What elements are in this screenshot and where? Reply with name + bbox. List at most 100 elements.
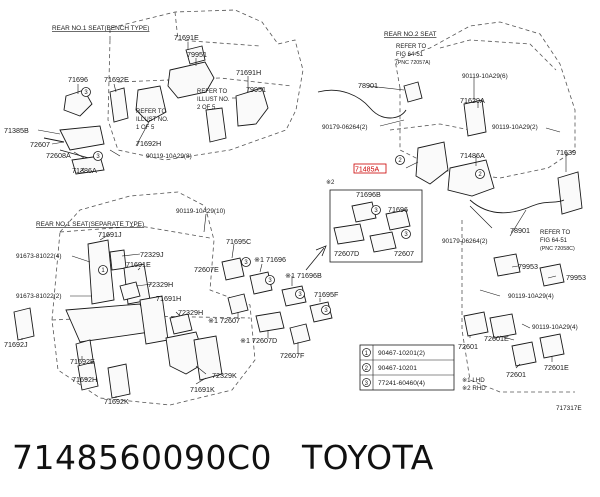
part-label: 72607D bbox=[334, 249, 359, 258]
part-label: 72329H bbox=[148, 280, 173, 289]
svg-text:3: 3 bbox=[244, 260, 248, 266]
latch-part-box-72607D bbox=[333, 223, 365, 245]
part-label: 71696 bbox=[388, 205, 408, 214]
cap-part-71692K bbox=[107, 363, 131, 399]
latch-part-box-71696 bbox=[385, 209, 411, 231]
part-label: 71696 bbox=[68, 75, 88, 84]
section-title-separate: REAR NO.1 SEAT(SEPARATE TYPE) bbox=[36, 221, 144, 228]
part-label: 90119-10A29(2) bbox=[492, 124, 538, 131]
part-label: 72601E bbox=[544, 363, 569, 372]
cap-part-71692J bbox=[13, 307, 35, 341]
svg-text:3: 3 bbox=[96, 154, 100, 160]
part-label: ※1 72607 bbox=[208, 316, 240, 325]
legend-part: 77241-60460(4) bbox=[378, 380, 425, 387]
part-label: 71629A bbox=[460, 96, 485, 105]
part-label: 90179-06264(2) bbox=[442, 238, 487, 245]
part-label: 71639 bbox=[556, 148, 576, 157]
refer-note-1of5-l1: REFER TO bbox=[136, 109, 166, 115]
part-label: 90119-10A29(10) bbox=[176, 208, 225, 215]
part-label: 72329H bbox=[178, 308, 203, 317]
callout-circle bbox=[98, 265, 108, 275]
part-label: 90119-10A29(8) bbox=[146, 153, 192, 160]
part-label: 90119-10A29(6) bbox=[462, 73, 508, 80]
reference-notes: REFER TO ILLUST NO. 1 OF 5 REFER TO ILLU… bbox=[136, 44, 575, 252]
svg-text:3: 3 bbox=[404, 232, 408, 238]
part-label: 71691H bbox=[156, 294, 181, 303]
legend-num: 3 bbox=[365, 381, 369, 387]
legend-part: 90467-10201(2) bbox=[378, 350, 425, 357]
callout-circles bbox=[81, 87, 485, 315]
part-label: 79953 bbox=[518, 262, 538, 271]
part-label: 71692K bbox=[104, 397, 129, 406]
block-part-79953-b bbox=[539, 263, 565, 287]
part-label: 91673-81022(2) bbox=[16, 293, 61, 300]
hinge-part-71691E bbox=[167, 61, 215, 99]
part-label: 71692J bbox=[4, 340, 28, 349]
latch-part-box-71696B bbox=[351, 201, 377, 223]
latch-part-72607F bbox=[289, 323, 311, 345]
svg-text:2: 2 bbox=[398, 158, 402, 164]
part-label: 72607 bbox=[394, 249, 414, 258]
part-label: 71691E bbox=[126, 260, 151, 269]
refer-fig-top-l3: (PNC 72057A) bbox=[396, 60, 431, 66]
frame-part-71691K bbox=[193, 335, 223, 381]
leader-lines bbox=[21, 42, 567, 398]
bracket-part-72601E-b bbox=[539, 333, 565, 359]
legend-num: 2 bbox=[365, 366, 369, 372]
part-label: 71691E bbox=[174, 33, 199, 42]
refer-note-1of5-l2: ILLUST NO. bbox=[136, 117, 169, 123]
part-label: 78901 bbox=[510, 226, 530, 235]
cover-part-71386A bbox=[71, 155, 105, 175]
star2-marker: ※2 bbox=[326, 180, 335, 186]
bracket-part-72601E-a bbox=[489, 313, 517, 339]
cable-78901-bottom bbox=[469, 199, 565, 214]
svg-text:3: 3 bbox=[268, 278, 272, 284]
cap-part-71692H-sep bbox=[77, 361, 99, 391]
callout-circle bbox=[241, 257, 251, 267]
diagram-id: 717317E bbox=[556, 405, 582, 412]
part-label: 71695F bbox=[314, 290, 339, 299]
svg-text:3: 3 bbox=[324, 308, 328, 314]
part-label: 71691J bbox=[98, 230, 122, 239]
part-label: 90119-10A29(4) bbox=[532, 324, 578, 331]
refer-note-2of5-l1: REFER TO bbox=[197, 89, 227, 95]
svg-text:3: 3 bbox=[298, 292, 302, 298]
section-titles: REAR NO.1 SEAT(BENCH TYPE) REAR NO.2 SEA… bbox=[36, 25, 437, 228]
part-label: 72607 bbox=[30, 140, 50, 149]
frame-part-separate bbox=[65, 303, 151, 343]
mech-part-71639 bbox=[557, 171, 583, 215]
hinge-part-bench-mid bbox=[135, 85, 167, 123]
bracket-part-bench-lower bbox=[205, 107, 227, 143]
part-label: 71386A bbox=[72, 166, 97, 175]
part-label: 71486A bbox=[460, 151, 485, 160]
callout-circle bbox=[321, 305, 331, 315]
section-title-bench: REAR NO.1 SEAT(BENCH TYPE) bbox=[52, 25, 149, 32]
detail-box-star2 bbox=[329, 189, 423, 263]
legend-part: 90467-10201 bbox=[378, 365, 417, 372]
link-part-72329H bbox=[119, 281, 141, 301]
legend-note-rhd: ※2 RHD bbox=[462, 385, 486, 392]
part-label: 71691H bbox=[236, 68, 261, 77]
part-label: 72329J bbox=[140, 250, 164, 259]
part-label: 71692E bbox=[104, 75, 129, 84]
part-label: 71692E bbox=[70, 357, 95, 366]
part-label: 71691K bbox=[190, 385, 215, 394]
legend-num: 1 bbox=[365, 351, 369, 357]
part-label: 91673-81022(4) bbox=[16, 253, 61, 260]
latch-part-71695C bbox=[221, 257, 245, 281]
part-label: 78901 bbox=[358, 81, 378, 90]
part-label: ※1 72607D bbox=[240, 336, 277, 345]
latch-part-71692E bbox=[109, 87, 129, 123]
part-label: 72607E bbox=[194, 265, 219, 274]
part-label: 72329K bbox=[212, 371, 237, 380]
refer-note-2of5-l3: 2 OF 5 bbox=[197, 105, 216, 111]
part-label: 79951 bbox=[246, 85, 266, 94]
part-label: 71692H bbox=[136, 139, 161, 148]
link-part-72329H-b bbox=[169, 313, 193, 335]
svg-text:3: 3 bbox=[84, 90, 88, 96]
caption-part-number: 7148560090C0 bbox=[12, 438, 272, 477]
svg-text:3: 3 bbox=[374, 208, 378, 214]
callout-numbers: 33 22 33 13 33 3 bbox=[84, 90, 482, 314]
callout-circle bbox=[93, 151, 103, 161]
